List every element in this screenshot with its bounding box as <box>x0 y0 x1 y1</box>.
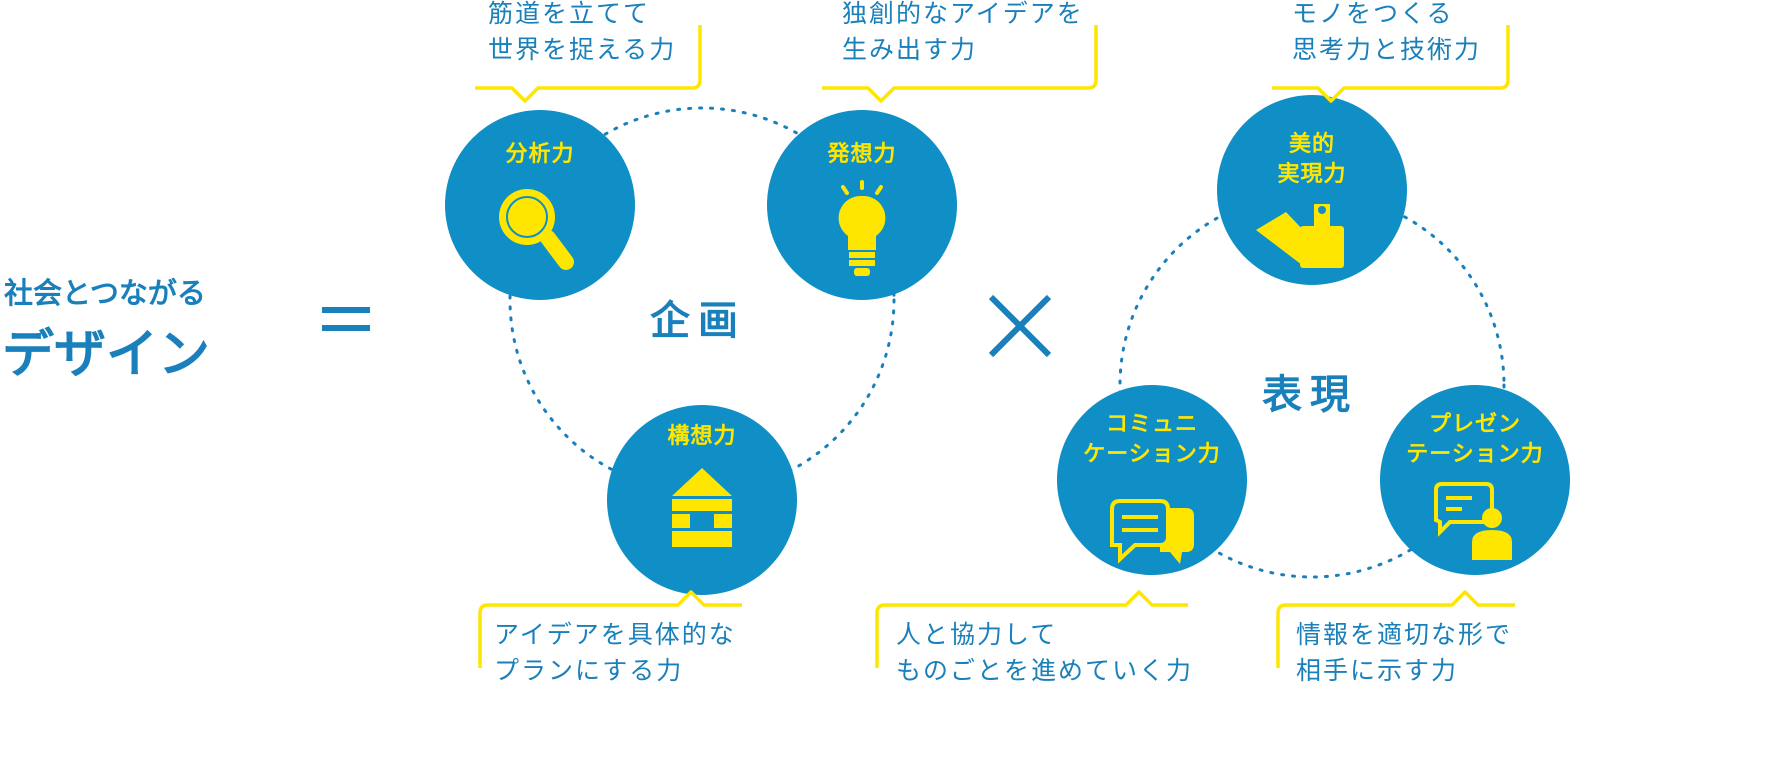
title-line: 美的 <box>1288 132 1336 157</box>
title-line: 実現力 <box>1277 162 1347 187</box>
skill-title-ideation: 発想力 <box>827 142 897 167</box>
caption-line: モノをつくる <box>1292 0 1454 28</box>
circle-presentation <box>1380 385 1570 575</box>
magnifier-icon <box>499 189 574 270</box>
callout-bracket-conception <box>478 590 742 668</box>
title-line: コミュニ <box>1105 412 1198 437</box>
caption-aesthetic: モノをつくる 思考力と技術力 <box>1292 0 1481 68</box>
skill-title-aesthetic: 美的 実現力 <box>1277 130 1346 190</box>
group-label-planning: 企画 <box>650 298 746 344</box>
times-icon <box>988 294 1052 358</box>
headline-line2: デザイン <box>2 325 211 385</box>
circle-communication <box>1057 385 1247 575</box>
caption-line: 情報を適切な形で <box>1296 620 1513 649</box>
callout-bracket-aesthetic <box>1272 25 1510 103</box>
caption-line: プランにする力 <box>494 656 684 685</box>
title-line: プレゼン <box>1428 412 1521 437</box>
skill-title-conception: 構想力 <box>667 424 737 449</box>
caption-line: 人と協力して <box>896 620 1058 649</box>
equals-icon <box>322 307 370 331</box>
headline-line1: 社会とつながる <box>4 276 206 310</box>
callout-bracket-ideation <box>822 25 1098 103</box>
caption-analysis: 筋道を立てて 世界を捉える力 <box>488 0 676 68</box>
caption-line: 筋道を立てて <box>488 0 651 28</box>
paintbrush-icon <box>1256 204 1344 268</box>
callout-bracket-analysis <box>475 25 702 103</box>
callout-bracket-presentation <box>1276 590 1515 668</box>
skill-title-analysis: 分析力 <box>505 142 575 167</box>
caption-line: ものごとを進めていく力 <box>896 656 1194 685</box>
title-line: ケーション力 <box>1083 442 1221 467</box>
caption-conception: アイデアを具体的な プランにする力 <box>494 617 736 689</box>
caption-line: 生み出す力 <box>842 35 978 64</box>
skill-title-presentation: プレゼン テーション力 <box>1406 410 1544 470</box>
caption-line: 相手に示す力 <box>1296 656 1459 685</box>
caption-line: 世界を捉える力 <box>488 35 677 64</box>
caption-presentation: 情報を適切な形で 相手に示す力 <box>1296 617 1512 689</box>
circle-aesthetic <box>1217 95 1407 285</box>
caption-ideation: 独創的なアイデアを 生み出す力 <box>842 0 1084 68</box>
caption-line: 独創的なアイデアを <box>842 0 1084 28</box>
caption-line: 思考力と技術力 <box>1292 35 1482 64</box>
group-label-expression: 表現 <box>1262 372 1358 418</box>
lightbulb-icon <box>838 180 886 276</box>
caption-communication: 人と協力して ものごとを進めていく力 <box>896 617 1193 689</box>
chat-bubbles-icon <box>1110 499 1194 564</box>
blocks-icon <box>672 468 732 547</box>
presenter-icon <box>1434 482 1512 560</box>
planning-dotted-ring <box>508 106 896 494</box>
skill-title-communication: コミュニ ケーション力 <box>1083 410 1221 470</box>
callout-bracket-communication <box>875 590 1188 668</box>
caption-line: アイデアを具体的な <box>494 620 736 649</box>
title-line: テーション力 <box>1406 442 1544 467</box>
